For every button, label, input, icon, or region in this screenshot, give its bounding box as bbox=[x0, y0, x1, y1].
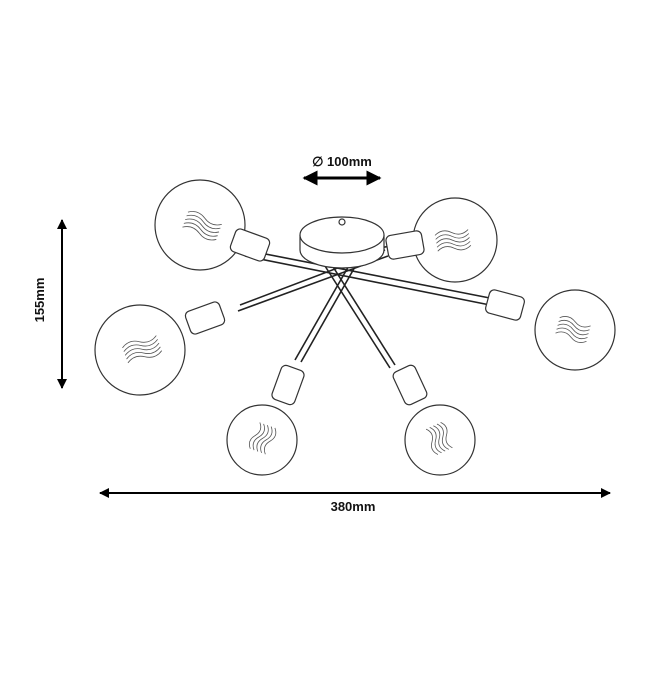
socket bbox=[271, 364, 305, 406]
filament bbox=[425, 421, 453, 455]
bulb bbox=[534, 289, 616, 371]
bulb bbox=[404, 404, 476, 476]
socket bbox=[485, 289, 525, 321]
bulb bbox=[154, 179, 246, 271]
diameter-dimension: ∅ 100mm bbox=[302, 154, 382, 186]
filament bbox=[248, 422, 277, 455]
filament bbox=[434, 229, 472, 252]
filament bbox=[122, 335, 163, 364]
diameter-label: ∅ 100mm bbox=[312, 154, 372, 169]
bulb bbox=[412, 197, 498, 283]
socket bbox=[184, 301, 226, 335]
bulb-assembly bbox=[94, 301, 226, 396]
ceiling-canopy bbox=[299, 216, 385, 269]
filament bbox=[555, 316, 591, 343]
bulb bbox=[226, 404, 298, 476]
socket bbox=[392, 364, 428, 406]
lamp-arms bbox=[237, 244, 501, 369]
width-label: 380mm bbox=[331, 499, 376, 514]
bulb-assembly bbox=[485, 289, 616, 371]
bulb-assembly bbox=[385, 197, 498, 283]
filament bbox=[182, 211, 222, 241]
socket bbox=[385, 230, 425, 260]
width-dimension: 380mm bbox=[99, 488, 611, 514]
bulb bbox=[94, 304, 186, 396]
bulb-assembly bbox=[154, 179, 271, 271]
socket bbox=[229, 228, 271, 262]
height-dimension: 155mm bbox=[32, 219, 67, 389]
height-label: 155mm bbox=[32, 278, 47, 323]
bulb-assembly bbox=[392, 364, 476, 476]
bulb-assembly bbox=[226, 364, 305, 476]
